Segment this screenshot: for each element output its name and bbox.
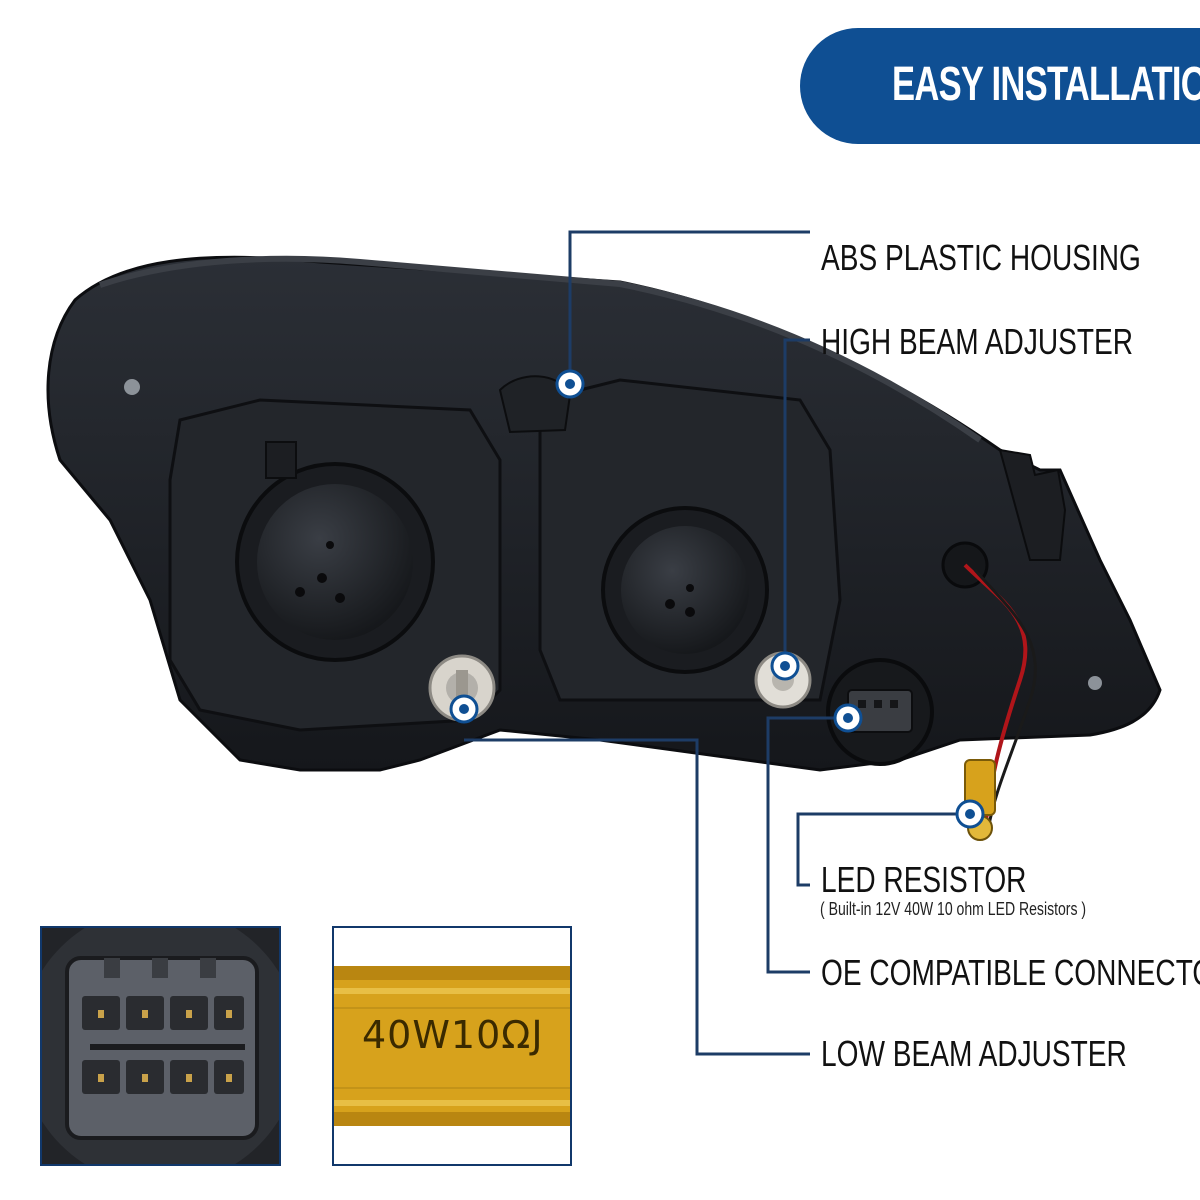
leader-led-resistor xyxy=(796,812,970,887)
resistor-marking: 40W10ΩJ xyxy=(362,1013,544,1057)
easy-installation-banner xyxy=(800,28,1200,144)
connector-closeup-inset xyxy=(40,926,281,1166)
led-resistor-note: ( Built-in 12V 40W 10 ohm LED Resistors … xyxy=(820,899,1087,919)
led-resistor-label: LED RESISTOR xyxy=(821,859,1027,900)
oe-connector-socket xyxy=(826,658,934,766)
right-mounting-bracket xyxy=(998,448,1067,561)
leader-abs-housing xyxy=(568,230,810,384)
housing-top-rim xyxy=(99,255,982,443)
leader-high-beam xyxy=(783,338,810,666)
connector-closeup-image xyxy=(42,928,279,1164)
resistor-closeup-image xyxy=(334,928,570,1164)
leader-oe-connectors xyxy=(766,716,848,974)
mounting-screw xyxy=(124,379,140,395)
abs-plastic-housing-label: ABS PLASTIC HOUSING xyxy=(821,237,1141,278)
oe-compatible-connectors-label: OE COMPATIBLE CONNECTORS xyxy=(821,952,1200,993)
resistor-closeup-inset: 40W10ΩJ xyxy=(332,926,572,1166)
mounting-screw-right xyxy=(1088,676,1102,690)
high-beam-adjuster-label: HIGH BEAM ADJUSTER xyxy=(821,321,1134,362)
leader-low-beam xyxy=(464,738,810,1056)
low-beam-adjuster-label: LOW BEAM ADJUSTER xyxy=(821,1033,1127,1074)
